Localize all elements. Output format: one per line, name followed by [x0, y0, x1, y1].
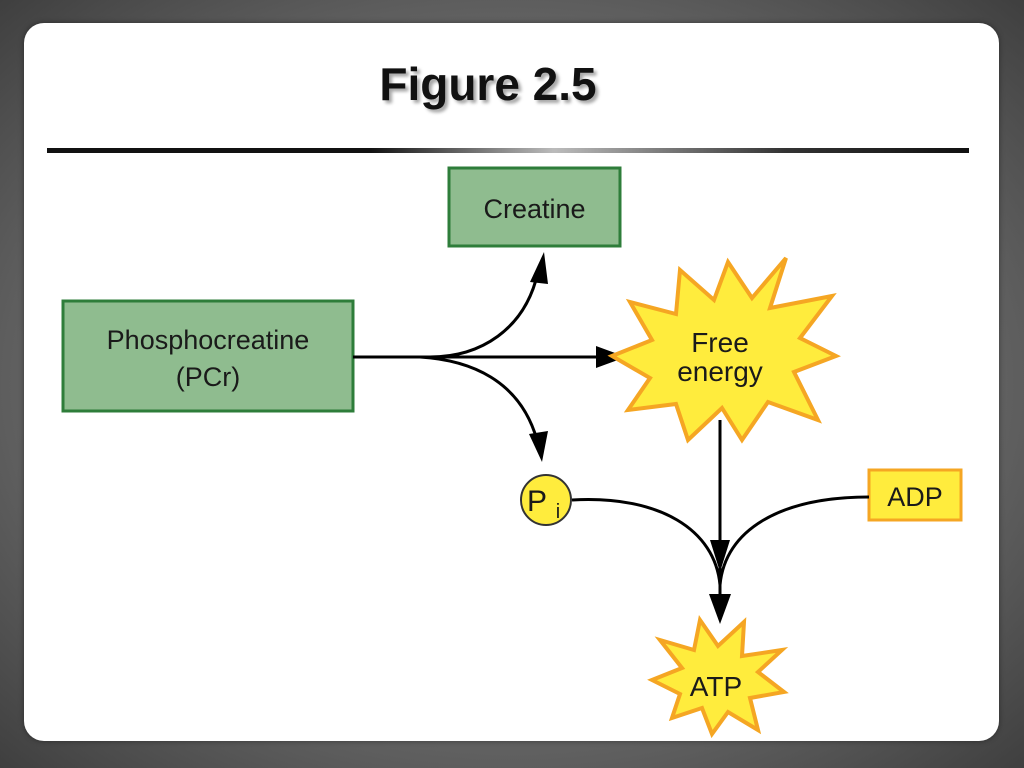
arrowhead-merge	[710, 540, 730, 572]
pcr-split-arrows	[353, 271, 600, 441]
arrow-to-creatine	[353, 271, 540, 359]
slide-title: Figure 2.5	[379, 58, 597, 110]
atp-burst: ATP	[647, 614, 789, 739]
adp-label: ADP	[887, 482, 943, 512]
arrowheads-atp	[709, 540, 731, 624]
creatine-label: Creatine	[483, 194, 585, 224]
adp-box: ADP	[867, 468, 963, 522]
arrowhead-atp	[709, 594, 731, 624]
pi-subscript: i	[556, 501, 560, 523]
title-divider	[47, 148, 969, 153]
free-energy-label-line2: energy	[677, 356, 763, 387]
pi-label: P	[527, 485, 547, 518]
pcr-label: (PCr)	[176, 362, 240, 392]
arrowhead-creatine	[530, 252, 548, 284]
free-energy-burst: Free energy	[607, 256, 841, 444]
phosphocreatine-box: Phosphocreatine (PCr)	[61, 299, 355, 413]
creatine-box: Creatine	[447, 166, 622, 248]
arrow-adp-to-atp	[718, 495, 870, 586]
arrow-pi-to-atp	[571, 498, 722, 586]
arrowhead-pi	[529, 431, 548, 462]
phosphocreatine-label: Phosphocreatine	[107, 325, 310, 355]
pi-circle: P i	[520, 474, 572, 526]
arrow-to-pi	[419, 355, 539, 441]
atp-converge-arrows	[571, 420, 870, 600]
free-energy-label-line1: Free	[691, 327, 749, 358]
atp-label: ATP	[690, 671, 742, 702]
